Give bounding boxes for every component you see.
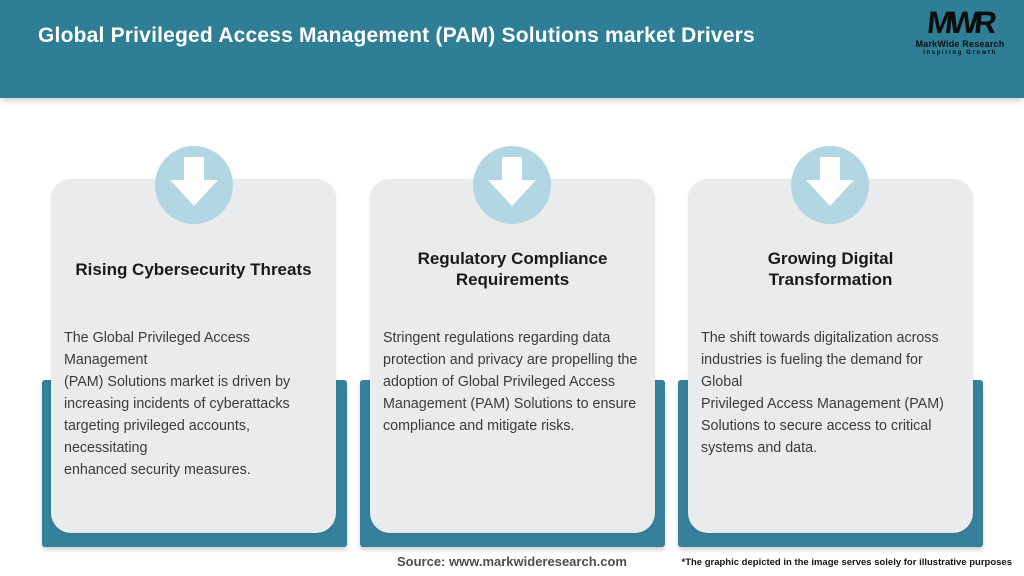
logo-name: MarkWide Research [915,39,1005,49]
card-title: Growing Digital Transformation [767,249,894,289]
page-title: Global Privileged Access Management (PAM… [38,24,755,47]
header-bar: Global Privileged Access Management (PAM… [0,0,1024,98]
logo-monogram: MWR [925,5,995,40]
card-body: The Global Privileged Access Management … [64,330,291,478]
driver-card-regulatory-compliance-requirements: Regulatory Compliance Requirements Strin… [370,179,655,533]
down-arrow-icon [473,146,551,224]
logo-tagline: Inspiring Growth [923,50,997,56]
disclaimer-text: *The graphic depicted in the image serve… [681,557,1013,568]
driver-card-growing-digital-transformation: Growing Digital Transformation The shift… [688,179,973,533]
card-body: Stringent regulations regarding data pro… [383,330,638,434]
down-arrow-icon [155,146,233,224]
card-title: Regulatory Compliance Requirements [417,249,608,289]
source-text: Source: www.markwideresearch.com [396,554,627,569]
card-title: Rising Cybersecurity Threats [75,259,312,279]
driver-card-rising-cybersecurity-threats: Rising Cybersecurity Threats The Global … [51,179,336,533]
card-body: The shift towards digitalization across … [701,330,944,456]
down-arrow-icon [791,146,869,224]
markwide-research-logo: MWR MarkWide Research Inspiring Growth [912,5,1008,56]
